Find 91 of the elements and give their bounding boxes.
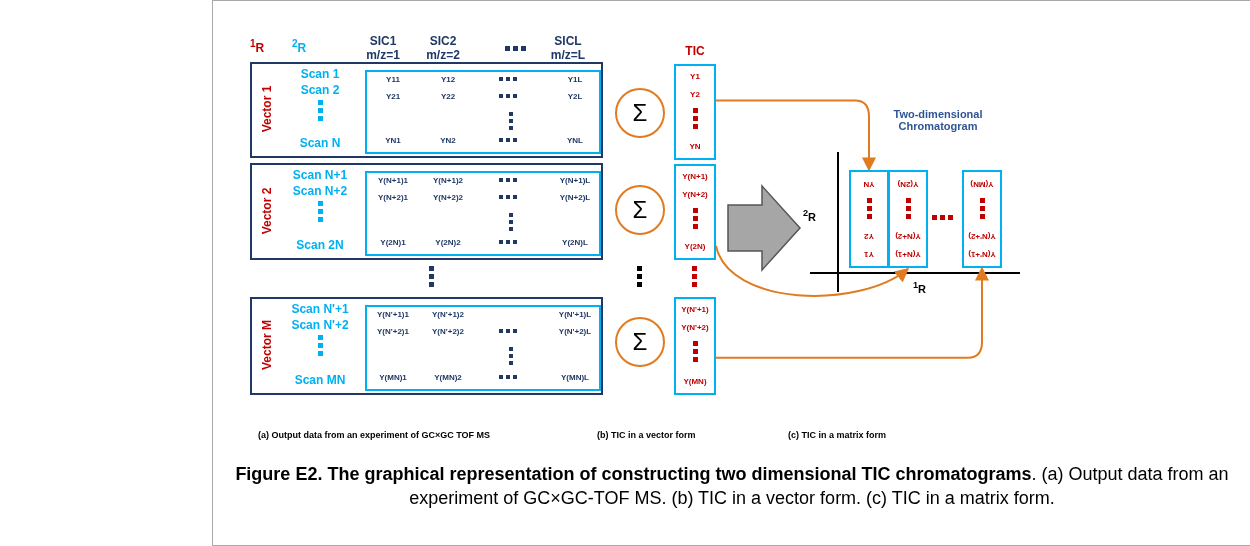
scan-label: Scan N+2 — [291, 184, 349, 198]
panel-caption: (b) TIC in a vector form — [597, 430, 697, 440]
matrix-value: YNL — [566, 136, 584, 145]
column-header: SIC1 m/z=1 — [365, 34, 401, 62]
matrix-value: Y22 — [439, 92, 457, 101]
scan-label: Scan N'+2 — [290, 318, 350, 332]
matrix-value: Y(2N)1 — [379, 238, 407, 247]
vector-label: Vector 2 — [260, 186, 274, 236]
matrix-value: Y(N+1)1 — [377, 176, 409, 185]
tic-value: Y(N'+2) — [680, 323, 710, 332]
data-matrix — [365, 171, 601, 256]
matrix-value: Y(MN)2 — [433, 373, 463, 382]
scan-label: Scan 1 — [299, 67, 341, 81]
vector-box — [250, 62, 603, 158]
tic-value: Y(N+1) — [894, 250, 922, 259]
matrix-value: Y(N+1)L — [558, 176, 592, 185]
sum-symbol: Σ — [631, 196, 649, 224]
column-header: SICL m/z=L — [549, 34, 587, 62]
tic-column — [674, 297, 716, 395]
matrix-value: Y(N'+1)2 — [431, 310, 465, 319]
axis-label: $^{1}$R — [250, 38, 266, 55]
scan-label: Scan N'+1 — [290, 302, 350, 316]
scan-label: Scan N+1 — [291, 168, 349, 182]
sum-circle — [615, 88, 665, 138]
chromatogram-column — [962, 170, 1002, 268]
matrix-value: Y(N'+1)1 — [376, 310, 410, 319]
figure-caption: Figure E2. The graphical representation of constructing two dimensional TIC chromatograms. (a) Output data from an experiment of GC×GC-TOF MS. (b) TIC in a vector form. (c) TIC in a matrix form. — [234, 463, 1230, 510]
matrix-value: Y(N'+1)L — [557, 310, 593, 319]
data-matrix — [365, 70, 601, 154]
matrix-value: Y(N'+2)2 — [431, 327, 465, 336]
chromatogram-column — [849, 170, 889, 268]
vector-box — [250, 297, 603, 395]
matrix-value: Y(MN)L — [560, 373, 590, 382]
matrix-value: YN1 — [384, 136, 402, 145]
chart-title: Two-dimensional Chromatogram — [892, 108, 984, 132]
column-header: SIC2 m/z=2 — [425, 34, 461, 62]
scan-label: Scan N — [298, 136, 342, 150]
matrix-value: Y1L — [566, 75, 584, 84]
tic-value: Y(2N) — [683, 242, 707, 251]
tic-value: Y1 — [689, 72, 701, 81]
tic-value: Y(N'+2) — [967, 232, 997, 241]
vector-label: Vector 1 — [260, 84, 274, 135]
matrix-value: Y21 — [384, 92, 402, 101]
sum-symbol: Σ — [631, 328, 649, 356]
sum-circle — [615, 317, 665, 367]
column-header: TIC — [684, 44, 706, 58]
scan-label: Scan MN — [293, 373, 347, 387]
matrix-value: Y2L — [566, 92, 584, 101]
matrix-value: Y(N+1)2 — [432, 176, 464, 185]
tic-value: Y2 — [689, 90, 701, 99]
matrix-value: Y11 — [385, 75, 401, 84]
matrix-value: Y(MN)1 — [378, 373, 408, 382]
sum-symbol: Σ — [631, 99, 649, 127]
matrix-value: Y(N+2)1 — [377, 193, 409, 202]
matrix-value: Y(N'+2)1 — [376, 327, 410, 336]
matrix-value: Y(N'+2)L — [557, 327, 593, 336]
tic-value: Y(N'+1) — [967, 250, 997, 259]
tic-value: YN — [688, 142, 702, 151]
matrix-value: Y(N+2)L — [558, 193, 592, 202]
tic-value: Y(N+2) — [681, 190, 709, 199]
axis-label: $^{2}$R — [292, 38, 308, 55]
connector-arrow — [715, 266, 989, 359]
scan-label: Scan 2N — [295, 238, 345, 252]
axis-label: $^{1}$R — [913, 280, 928, 295]
matrix-value: Y(2N)L — [561, 238, 589, 247]
tic-value: Y1 — [863, 250, 875, 259]
matrix-value: Y(2N)2 — [434, 238, 462, 247]
chromatogram-column — [888, 170, 928, 268]
matrix-value: Y(N+2)2 — [432, 193, 464, 202]
panel-caption: (c) TIC in a matrix form — [788, 430, 887, 440]
tic-value: Y(2N) — [896, 180, 920, 189]
tic-column — [674, 64, 716, 160]
matrix-value: Y12 — [439, 75, 457, 84]
tic-value: Y(N+1) — [681, 172, 709, 181]
tic-value: Y(MN) — [682, 377, 708, 386]
tic-column — [674, 164, 716, 260]
panel-caption: (a) Output data from an experiment of GC×GC TOF MS — [258, 430, 492, 440]
tic-value: YN — [862, 180, 876, 189]
tic-value: Y(N'+1) — [680, 305, 710, 314]
sum-circle — [615, 185, 665, 235]
connector-arrow — [715, 99, 876, 172]
axis-label: $^{2}$R — [803, 208, 818, 223]
tic-value: Y(N+2) — [894, 232, 922, 241]
data-matrix — [365, 305, 601, 391]
tic-value: Y2 — [863, 232, 875, 241]
vector-box — [250, 163, 603, 260]
connector-arrow — [715, 244, 910, 297]
vector-label: Vector M — [260, 319, 274, 372]
matrix-value: YN2 — [439, 136, 457, 145]
scan-label: Scan 2 — [299, 83, 341, 97]
tic-value: Y(MN) — [969, 180, 995, 189]
